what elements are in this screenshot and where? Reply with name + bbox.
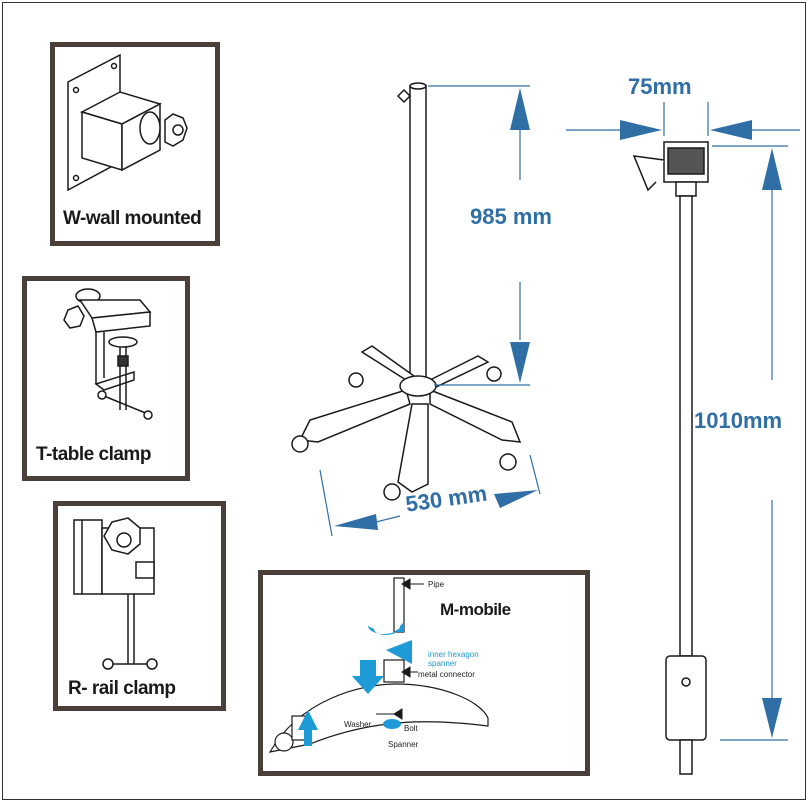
mobile-stand-drawing bbox=[291, 82, 522, 501]
stand-height-dimension: 985 mm bbox=[470, 204, 552, 229]
washer-note: Washer bbox=[344, 720, 372, 729]
bolt-note: Bolt bbox=[404, 724, 418, 733]
wall-mount-drawing bbox=[67, 53, 188, 192]
mobile-pointer-arrows bbox=[376, 578, 424, 720]
head-width-dimension: 75mm bbox=[628, 74, 692, 99]
table-clamp-drawing bbox=[63, 288, 153, 420]
rail-clamp-drawing bbox=[73, 517, 158, 670]
total-height-dimension: 1010mm bbox=[694, 408, 783, 433]
mobile-blue-arrows bbox=[298, 622, 412, 746]
mobile-panel bbox=[258, 570, 590, 776]
stand-dimension-lines bbox=[319, 85, 541, 537]
lamp-dimension-lines bbox=[566, 102, 800, 741]
rail-clamp-label: R- rail clamp bbox=[68, 678, 176, 699]
hexagon-spanner-note: inner hexagon spanner bbox=[428, 650, 479, 668]
metal-connector-note: metal connector bbox=[418, 670, 475, 679]
mobile-label: M-mobile bbox=[440, 600, 511, 619]
wall-mount-label: W-wall mounted bbox=[63, 208, 202, 229]
table-clamp-label: T-table clamp bbox=[36, 444, 151, 465]
spanner-note: Spanner bbox=[388, 740, 419, 749]
lamp-drawing bbox=[632, 141, 709, 775]
pipe-note: Pipe bbox=[428, 580, 445, 589]
